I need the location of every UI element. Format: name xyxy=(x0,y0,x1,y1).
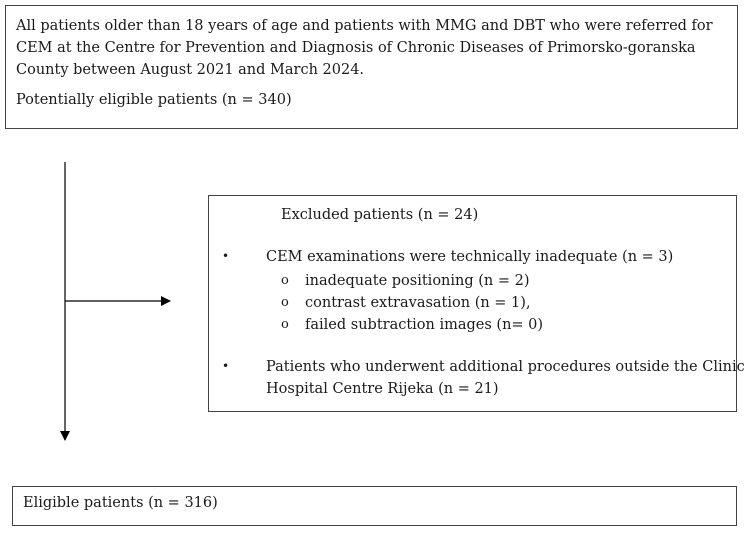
excluded-title: Excluded patients (n = 24) xyxy=(281,207,479,223)
eligible-patients-box: Eligible patients (n = 316) xyxy=(12,486,737,526)
bullet-icon: • xyxy=(222,249,230,263)
exclusion-item-label-line1: Patients who underwent additional proced… xyxy=(266,359,744,375)
excluded-patients-box: Excluded patients (n = 24) • CEM examina… xyxy=(208,195,744,412)
potentially-eligible-box: All patients older than 18 years of age … xyxy=(5,5,738,129)
circle-bullet-icon: o xyxy=(281,295,289,310)
sub-item-label: inadequate positioning (n = 2) xyxy=(305,273,530,289)
bullet-icon: • xyxy=(222,359,230,373)
eligible-count: Eligible patients (n = 316) xyxy=(23,495,218,511)
sub-item-label: failed subtraction images (n= 0) xyxy=(305,317,544,333)
exclusion-item-label-line2: Hospital Centre Rijeka (n = 21) xyxy=(266,381,499,397)
circle-bullet-icon: o xyxy=(281,273,289,288)
inclusion-criteria-text: All patients older than 18 years of age … xyxy=(16,18,713,78)
circle-bullet-icon: o xyxy=(281,317,289,332)
potentially-eligible-count: Potentially eligible patients (n = 340) xyxy=(16,92,292,108)
sub-item-label: contrast extravasation (n = 1), xyxy=(305,295,531,311)
exclusion-item-label: CEM examinations were technically inadeq… xyxy=(266,249,674,265)
